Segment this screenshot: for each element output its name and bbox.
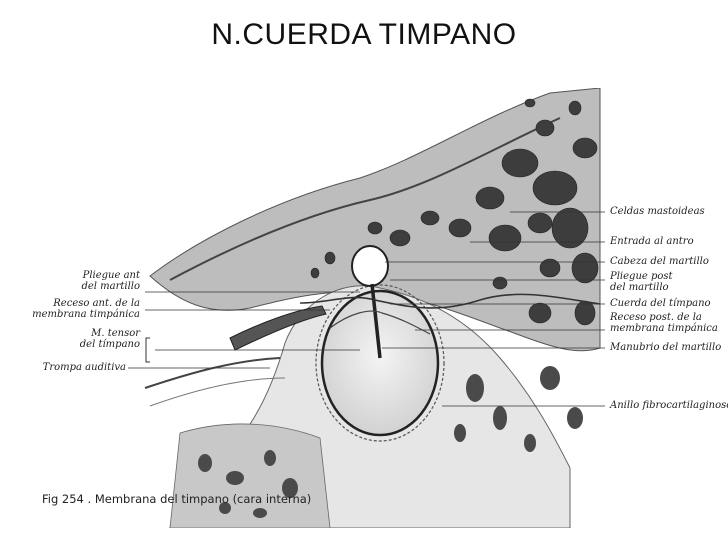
- petrous-bone-lower: [169, 423, 331, 528]
- label-entrada: Entrada al antro: [610, 236, 694, 247]
- bone-ridge: [169, 117, 561, 281]
- label-line: Cuerda del tímpano: [610, 298, 711, 309]
- lower-air-cells: [198, 366, 583, 518]
- label-cabeza: Cabeza del martillo: [610, 256, 709, 267]
- tympanic-membrane: [320, 289, 440, 437]
- figure-caption: Fig 254 . Membrana del timpano (cara int…: [42, 492, 312, 506]
- malleolar-folds: [329, 310, 431, 335]
- label-line: M. tensor: [91, 328, 140, 339]
- label-pliegue-ant: Pliegue ant del martillo: [30, 270, 140, 292]
- label-line: Trompa auditiva: [42, 362, 126, 373]
- label-trompa: Trompa auditiva: [30, 362, 126, 373]
- label-line: del martillo: [610, 282, 669, 293]
- slide-title: N.CUERDA TIMPANO: [211, 18, 517, 51]
- label-pliegue-post: Pliegue post del martillo: [610, 271, 673, 293]
- label-line: Anillo fibrocartilaginoso: [610, 400, 728, 411]
- label-anillo: Anillo fibrocartilaginoso: [610, 400, 728, 411]
- tensor-tympani-muscle: [229, 305, 327, 351]
- label-line: Pliegue post: [610, 271, 673, 282]
- auditory-tube-wall: [149, 377, 286, 407]
- label-celdas: Celdas mastoideas: [610, 206, 705, 217]
- tensor-bracket: [145, 337, 150, 363]
- chorda-tympani: [299, 293, 601, 309]
- leader-lines-right: [382, 211, 605, 407]
- label-line: Manubrio del martillo: [610, 342, 722, 353]
- label-cuerda: Cuerda del tímpano: [610, 298, 711, 309]
- label-receso-post: Receso post. de la membrana timpánica: [610, 312, 718, 334]
- label-line: Celdas mastoideas: [610, 206, 705, 217]
- label-line: Entrada al antro: [610, 236, 694, 247]
- malleus-head: [351, 245, 389, 287]
- malleus-handle: [370, 283, 382, 359]
- tympanic-membrane-drawing: [128, 88, 605, 528]
- label-line: Cabeza del martillo: [610, 256, 709, 267]
- label-line: Receso ant. de la: [53, 298, 140, 309]
- fibrocartilaginous-ring: [315, 284, 445, 442]
- label-line: membrana timpánica: [610, 323, 718, 334]
- label-line: Pliegue ant: [82, 270, 140, 281]
- label-line: del tímpano: [79, 339, 140, 350]
- leader-lines-left: [128, 291, 360, 369]
- label-line: Receso post. de la: [610, 312, 702, 323]
- label-manubrio: Manubrio del martillo: [610, 342, 721, 353]
- auditory-tube: [144, 357, 281, 389]
- label-receso-ant: Receso ant. de la membrana timpánica: [30, 298, 140, 320]
- label-line: del martillo: [81, 281, 140, 292]
- label-m-tensor: M. tensor del tímpano: [30, 328, 140, 350]
- mastoid-air-cells: [310, 98, 599, 326]
- label-line: membrana timpánica: [32, 309, 140, 320]
- anatomical-illustration: Pliegue ant del martillo Receso ant. de …: [30, 88, 728, 528]
